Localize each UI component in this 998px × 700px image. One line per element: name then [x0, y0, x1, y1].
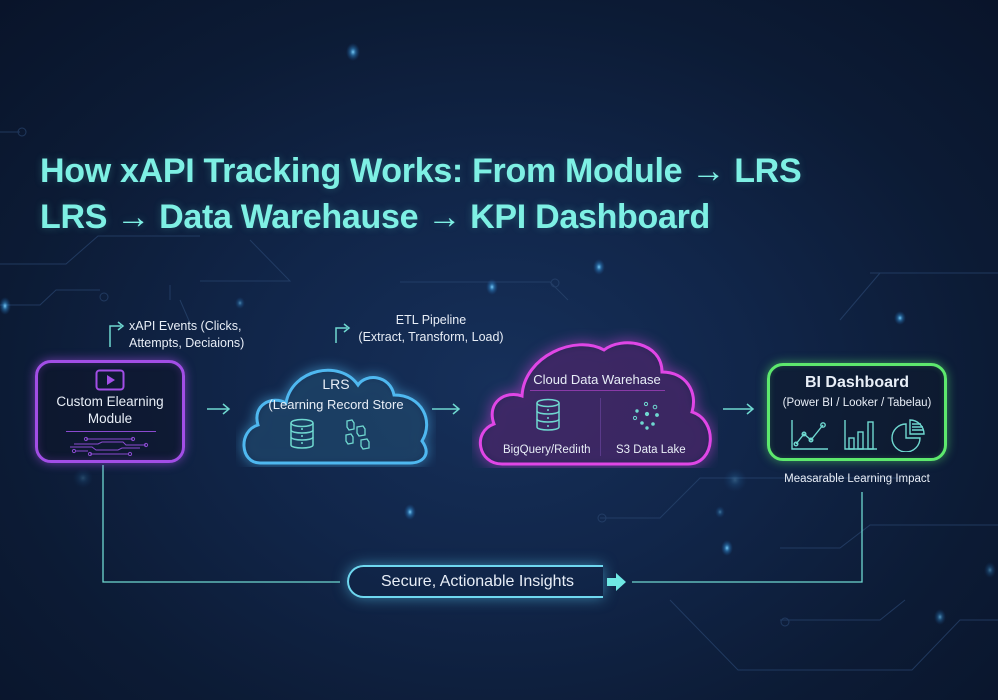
warehouse-bigquery-label: BigQuery/Rediıth — [503, 444, 591, 456]
module-label: Custom Elearning Module — [38, 393, 182, 427]
database-icon — [536, 398, 560, 431]
page-title: How xAPI Tracking Works: From Module → L… — [40, 148, 802, 240]
dashboard-subtitle: (Power BI / Looker / Tabelau) — [782, 397, 932, 409]
cubes-icon — [345, 419, 370, 450]
etl-line-2: (Extract, Transform, Load) — [358, 330, 504, 344]
cloud-data-warehouse-node[interactable] — [472, 328, 718, 468]
database-icon — [290, 418, 314, 449]
arrow-right-icon — [607, 573, 626, 591]
line-chart-icon — [791, 420, 828, 450]
data-lake-dots-icon — [633, 401, 659, 430]
warehouse-title: Cloud Data Warehase — [533, 372, 661, 387]
dashboard-caption: Measarable Learning Impact — [784, 473, 930, 485]
title-line-1: How xAPI Tracking Works: From Module → L… — [40, 152, 802, 190]
insights-label: Secure, Actionable Insights — [381, 573, 575, 590]
dashboard-title: BI Dashboard — [804, 374, 909, 391]
bi-dashboard-node[interactable]: BI Dashboard (Power BI / Looker / Tabela… — [767, 363, 947, 461]
module-label-line-2: Module — [87, 411, 133, 426]
lrs-subtitle: (Learning Record Store — [268, 397, 404, 412]
warehouse-divider — [530, 390, 665, 391]
etl-line-1: ETL Pipeline — [395, 313, 467, 327]
xapi-events-annotation: xAPI Events (Clicks, Attempts, Deciaions… — [129, 318, 244, 352]
pie-chart-icon — [891, 419, 925, 452]
lrs-title: LRS — [322, 376, 350, 392]
custom-elearning-module-node[interactable]: Custom Elearning Module — [35, 360, 185, 463]
secure-actionable-insights-pill[interactable]: Secure, Actionable Insights — [347, 565, 603, 598]
bar-chart-icon — [844, 420, 877, 450]
play-video-icon — [95, 369, 125, 391]
warehouse-vertical-divider — [600, 398, 601, 456]
circuit-icon — [70, 436, 149, 456]
xapi-events-line-2: Attempts, Deciaions) — [129, 336, 245, 350]
title-line-2: LRS → Data Warehause → KPI Dashboard — [40, 198, 710, 236]
module-label-line-1: Custom Elearning — [56, 394, 164, 409]
module-divider — [66, 431, 156, 432]
lrs-cloud-node[interactable] — [236, 345, 436, 467]
xapi-events-line-1: xAPI Events (Clicks, — [129, 319, 242, 333]
warehouse-s3-label: S3 Data Lake — [616, 444, 686, 456]
etl-annotation: ETL Pipeline (Extract, Transform, Load) — [356, 312, 506, 346]
